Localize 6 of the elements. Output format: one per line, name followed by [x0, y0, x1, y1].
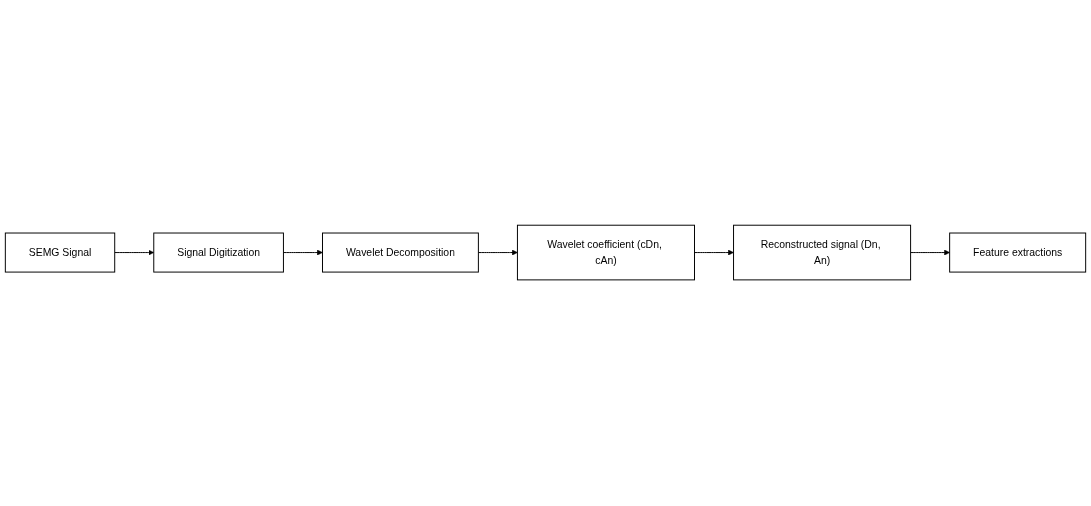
- node-box: Wavelet Decomposition: [322, 233, 479, 273]
- node-box: Reconstructed signal (Dn, An): [733, 225, 912, 281]
- node-box: Feature extractions: [949, 233, 1087, 273]
- node-box: Wavelet coefficient (cDn, cAn): [516, 225, 695, 281]
- node-box: SEMG Signal: [4, 233, 116, 273]
- node-box: Signal Digitization: [153, 233, 284, 273]
